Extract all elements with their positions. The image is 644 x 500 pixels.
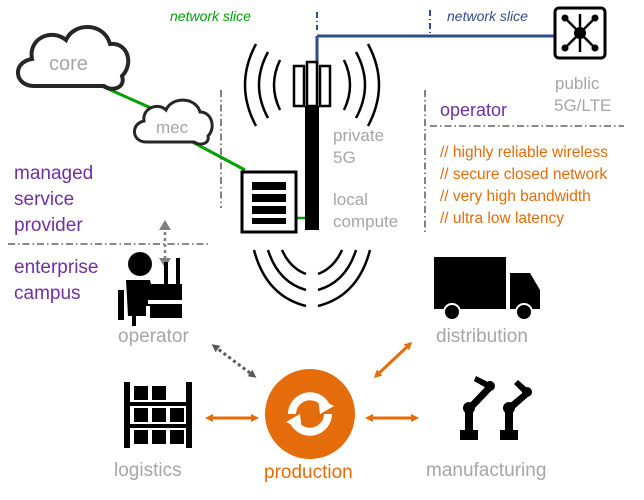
- boundary-lines: [8, 90, 624, 245]
- feature-item: // very high bandwidth: [440, 188, 591, 205]
- signal-waves-icon: [252, 249, 372, 308]
- cell-tower-icon: [243, 43, 381, 230]
- feature-item: // highly reliable wireless: [440, 144, 608, 161]
- feature-item: // ultra low latency: [440, 210, 565, 227]
- core-cloud-icon: [16, 25, 131, 91]
- enterprise-label-line2: campus: [14, 283, 81, 304]
- server-icon: [240, 170, 298, 234]
- mec-cloud-icon: [133, 98, 214, 146]
- msp-label-line3: provider: [14, 215, 83, 236]
- production-label: production: [264, 462, 353, 483]
- robot-arms-icon: [460, 376, 532, 440]
- enterprise-label-line1: enterprise: [14, 257, 99, 278]
- operator-top-label: operator: [440, 100, 508, 120]
- local-compute-label-line1: local: [333, 190, 368, 209]
- manufacturing-label: manufacturing: [426, 460, 547, 481]
- feature-item: // secure closed network: [440, 166, 608, 183]
- local-compute-label-line2: compute: [333, 212, 399, 231]
- mec-label: mec: [156, 118, 189, 137]
- truck-icon: [434, 257, 540, 321]
- private-5g-label-line1: private: [333, 126, 385, 145]
- operator-workstation-icon: [118, 252, 188, 326]
- warehouse-shelves-icon: [124, 382, 192, 448]
- public-label-line2: 5G/LTE: [554, 96, 612, 115]
- operator-user-label: operator: [118, 326, 189, 347]
- msp-label-line2: service: [14, 189, 75, 210]
- blue-slice-line: [315, 10, 560, 64]
- production-cycle-icon: [265, 369, 355, 459]
- distribution-label: distribution: [436, 326, 528, 347]
- logistics-label: logistics: [114, 460, 182, 481]
- flow-arrows: [205, 341, 419, 422]
- private-5g-label-line2: 5G: [333, 148, 356, 167]
- network-slice-label-left: network slice: [170, 8, 251, 24]
- operator-production-arrow: [211, 344, 257, 378]
- network-slice-label-right: network slice: [447, 8, 528, 24]
- msp-label-line1: managed: [14, 163, 94, 184]
- core-label: core: [49, 53, 88, 75]
- public-network-switch-icon: [553, 6, 607, 60]
- public-label-line1: public: [555, 74, 600, 93]
